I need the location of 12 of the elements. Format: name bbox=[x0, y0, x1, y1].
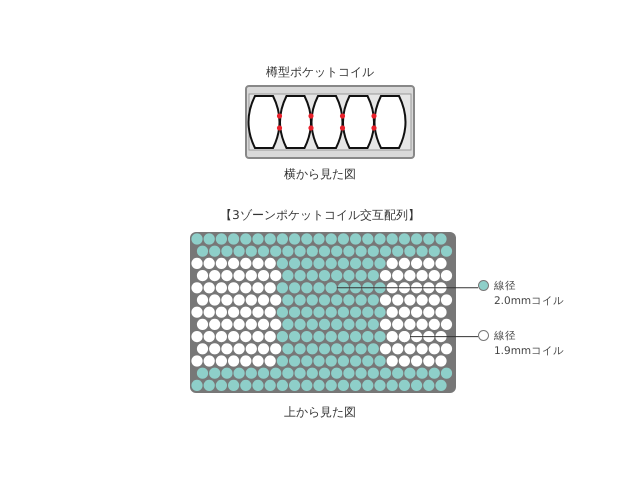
wire-gauge-label: 線径 bbox=[494, 279, 517, 294]
view-caption: 横から見た図 bbox=[284, 166, 356, 183]
leader-line bbox=[410, 336, 478, 338]
wire-gauge-value: 2.0mmコイル bbox=[494, 294, 564, 309]
view-caption: 上から見た図 bbox=[284, 404, 356, 421]
coil-circle bbox=[398, 331, 410, 342]
figure-heading: 【3ゾーンポケットコイル交互配列】 bbox=[220, 207, 420, 224]
leader-line bbox=[336, 287, 478, 288]
wire-gauge-value: 1.9mmコイル bbox=[494, 344, 564, 359]
wire-gauge-label: 線径 bbox=[494, 329, 517, 344]
coil-circle bbox=[326, 282, 337, 294]
figure-heading: 樽型ポケットコイル bbox=[266, 64, 374, 81]
